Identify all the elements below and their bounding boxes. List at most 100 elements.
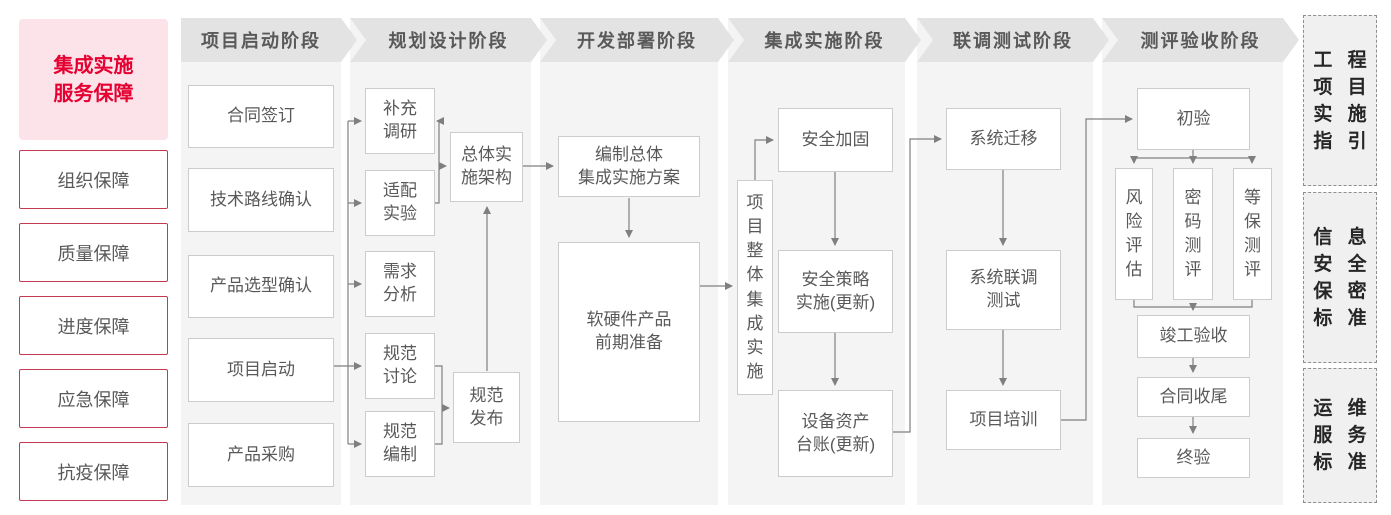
sidebar-item-schedule: 进度保障 [19, 296, 168, 355]
phase-header-joint-test: 联调测试阶段 [917, 18, 1109, 62]
node-label: 编制 [383, 445, 417, 464]
sidebar-title-line: 服务保障 [53, 82, 134, 105]
node-security-policy-update: 安全策略实施(更新) [778, 250, 893, 333]
phase-header-dev-deploy: 开发部署阶段 [540, 18, 734, 62]
node-label: 编制总体 [595, 144, 663, 164]
node-adaptation-experiment: 适配实验 [365, 170, 435, 236]
node-hw-sw-preparation: 软硬件产品前期准备 [558, 242, 700, 422]
node-label: 规范 [383, 344, 417, 364]
node-supplementary-research: 补充调研 [365, 88, 435, 154]
standard-box-infosec-confidentiality: 信 息 安 全 保 密 标 准 [1303, 192, 1377, 363]
phase-header-label: 开发部署阶段 [577, 31, 697, 51]
node-label: 讨论 [383, 367, 417, 386]
phase-header-label: 集成实施阶段 [764, 31, 885, 51]
sidebar-item-label: 进度保障 [57, 316, 130, 337]
node-project-kickoff: 项目启动 [188, 338, 334, 402]
phase-header-label: 联调测试阶段 [953, 31, 1073, 51]
node-label: 需求 [383, 262, 417, 282]
node-label: 规范 [383, 422, 417, 442]
node-label: 风险评估 [1125, 187, 1143, 280]
node-label: 等保测评 [1244, 187, 1261, 280]
node-final-acceptance: 终验 [1137, 438, 1250, 478]
node-label: 前期准备 [595, 333, 663, 352]
node-label: 实施(更新) [795, 292, 876, 312]
phase-header-label: 规划设计阶段 [388, 31, 509, 51]
node-label: 竣工验收 [1159, 326, 1228, 346]
node-mlps-evaluation: 等保测评 [1233, 168, 1272, 300]
node-completion-acceptance: 竣工验收 [1137, 315, 1250, 358]
node-label: 台账(更新) [795, 434, 876, 454]
node-risk-assessment: 风险评估 [1115, 168, 1153, 300]
node-tech-route-confirm: 技术路线确认 [188, 168, 334, 232]
node-label: 集成实施方案 [578, 167, 680, 187]
standard-row: 工 程 [1313, 49, 1367, 71]
standard-row: 指 引 [1313, 130, 1367, 152]
node-contract-signing: 合同签订 [188, 85, 334, 148]
standard-row: 信 息 [1313, 226, 1367, 248]
phase-header-label: 测评验收阶段 [1140, 31, 1261, 51]
node-asset-ledger-update: 设备资产台账(更新) [778, 390, 893, 477]
node-label: 分析 [383, 285, 417, 304]
node-label: 项目培训 [969, 409, 1038, 429]
node-spec-release: 规范发布 [453, 372, 520, 443]
node-label: 产品采购 [227, 444, 295, 464]
node-label: 项目启动 [227, 359, 295, 379]
standard-row: 运 维 [1313, 398, 1367, 419]
standard-box-project-guide: 工 程 项 目 实 施 指 引 [1303, 15, 1377, 186]
node-label: 补充 [383, 99, 417, 119]
sidebar-item-organization: 组织保障 [19, 150, 168, 209]
node-spec-drafting: 规范编制 [365, 411, 435, 477]
node-label: 系统迁移 [969, 128, 1038, 148]
node-label: 实验 [383, 204, 417, 223]
node-product-procurement: 产品采购 [188, 423, 334, 487]
node-product-selection-confirm: 产品选型确认 [188, 255, 334, 318]
sidebar-item-label: 抗疫保障 [57, 462, 130, 483]
standard-row: 安 全 [1313, 253, 1367, 275]
node-project-training: 项目培训 [946, 390, 1061, 450]
node-label: 调研 [383, 122, 417, 141]
sidebar-item-label: 应急保障 [57, 389, 130, 410]
node-overall-project-integration: 项目整体集成实施 [737, 180, 773, 395]
node-overall-integration-plan: 编制总体集成实施方案 [558, 136, 700, 197]
standard-row: 标 准 [1313, 307, 1367, 329]
node-label: 安全加固 [801, 129, 870, 149]
node-label: 适配 [383, 181, 417, 201]
node-label: 发布 [469, 408, 504, 428]
phase-header-project-kickoff: 项目启动阶段 [181, 18, 357, 62]
node-spec-discussion: 规范讨论 [365, 333, 435, 399]
sidebar-title-line: 集成实施 [53, 54, 134, 77]
node-label: 合同收尾 [1159, 386, 1228, 406]
standard-box-oam-service: 运 维 服 务 标 准 [1303, 368, 1377, 503]
node-overall-architecture: 总体实施架构 [450, 132, 523, 202]
node-contract-closure: 合同收尾 [1137, 377, 1250, 417]
sidebar-title: 集成实施 服务保障 [19, 19, 168, 140]
sidebar-item-label: 组织保障 [57, 170, 130, 191]
node-label: 测试 [986, 291, 1021, 310]
node-label: 系统联调 [969, 268, 1038, 288]
phase-header-integration: 集成实施阶段 [728, 18, 921, 62]
standard-row: 实 施 [1313, 103, 1367, 125]
node-label: 总体实 [461, 145, 512, 165]
standard-row: 保 密 [1313, 280, 1367, 302]
phase-header-planning-design: 规划设计阶段 [350, 18, 547, 62]
sidebar-item-label: 质量保障 [57, 243, 130, 264]
node-label: 设备资产 [801, 411, 870, 431]
sidebar-item-epidemic: 抗疫保障 [19, 442, 168, 501]
standard-row: 项 目 [1313, 76, 1367, 98]
phase-header-evaluation-acceptance: 测评验收阶段 [1102, 18, 1299, 62]
node-label: 项目整体集成实施 [746, 193, 764, 381]
sidebar-item-quality: 质量保障 [19, 223, 168, 282]
node-label: 技术路线确认 [210, 189, 312, 209]
node-label: 合同签订 [227, 106, 295, 126]
node-label: 密码测评 [1184, 187, 1202, 280]
node-system-joint-testing: 系统联调测试 [946, 250, 1061, 330]
node-label: 产品选型确认 [210, 276, 312, 296]
node-label: 安全策略 [801, 269, 870, 289]
node-security-hardening: 安全加固 [778, 108, 893, 172]
standard-row: 标 准 [1313, 452, 1367, 473]
node-crypto-evaluation: 密码测评 [1173, 168, 1213, 300]
node-requirement-analysis: 需求分析 [365, 251, 435, 317]
node-label: 施架构 [461, 168, 512, 187]
standard-row: 服 务 [1313, 425, 1367, 446]
